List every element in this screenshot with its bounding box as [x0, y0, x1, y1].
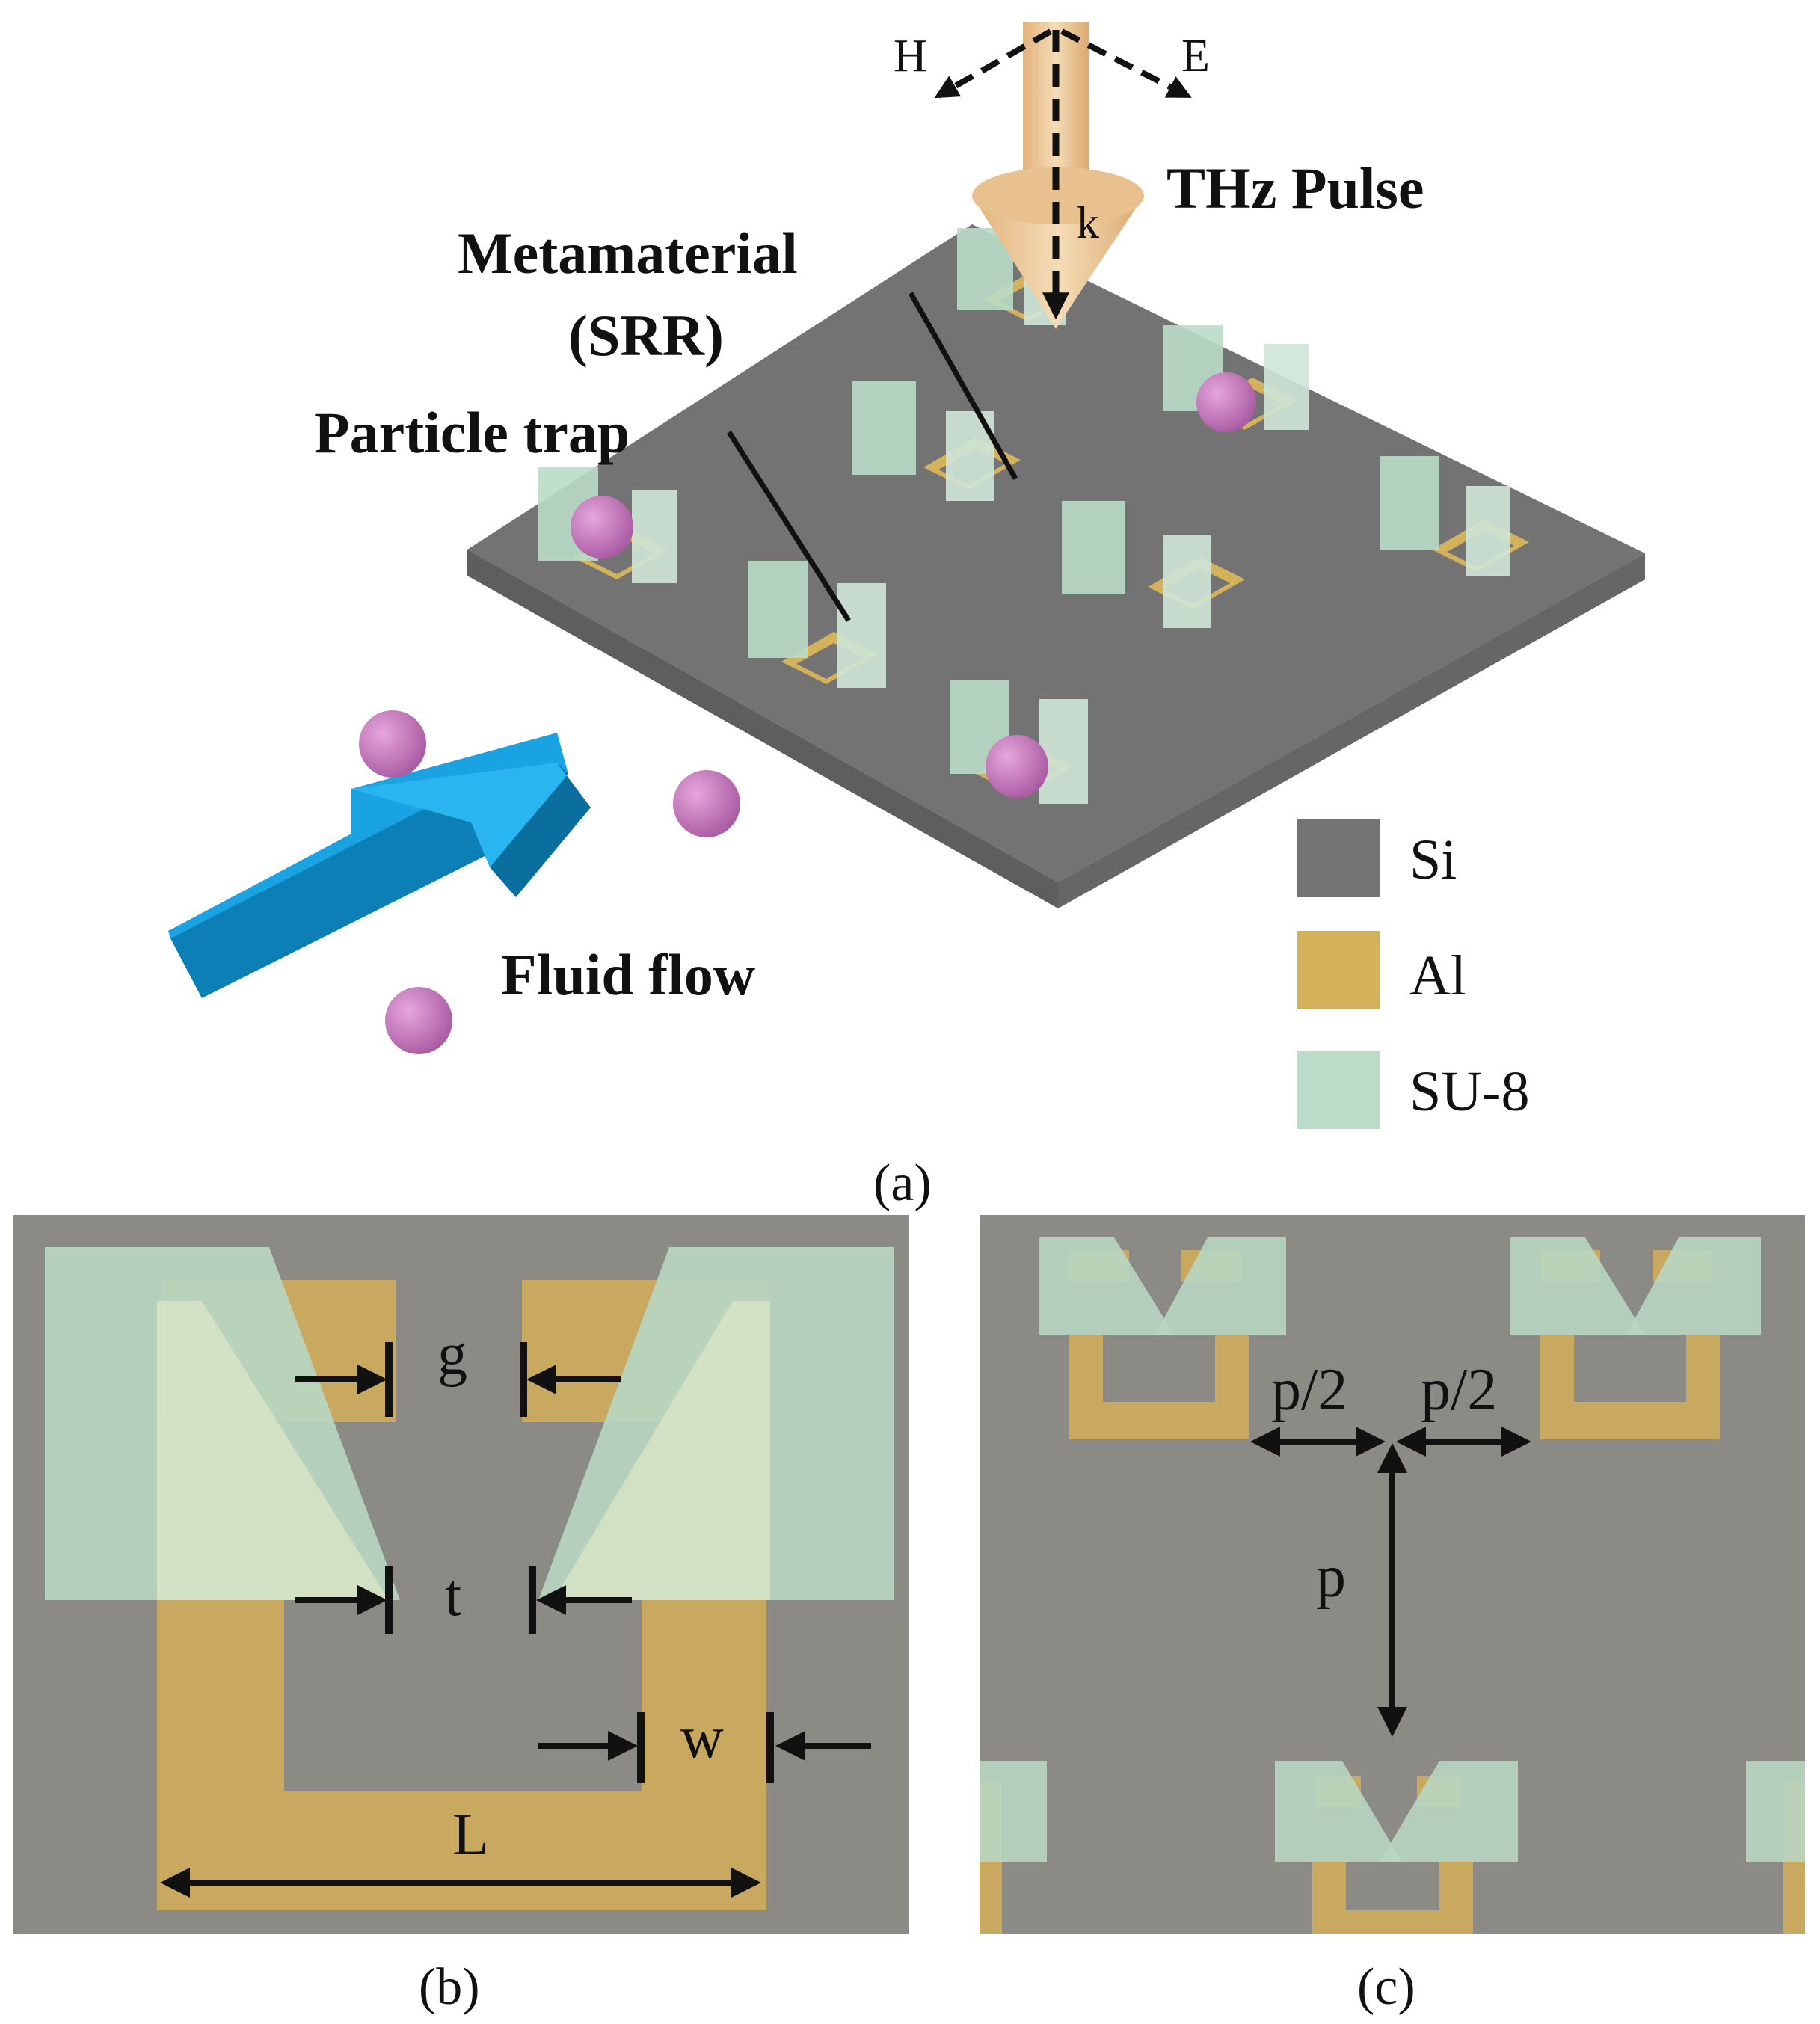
caption-b: (b)	[419, 1958, 480, 2016]
e-label: E	[1181, 31, 1210, 81]
unit-cell-top-right	[1510, 1237, 1761, 1439]
e-vector-arrow	[1060, 28, 1192, 99]
si-substrate-top	[467, 224, 1645, 882]
trapped-particle	[986, 735, 1048, 798]
free-particle	[673, 770, 740, 837]
legend: Si Al SU-8	[1297, 819, 1529, 1129]
fluid-flow-arrow-side	[170, 770, 537, 998]
unit-cell-bottom-right-partial	[1746, 1761, 1805, 1934]
su8-left-wall-front	[157, 1301, 389, 1600]
particle-trap-pointer-line	[727, 431, 851, 622]
trapped-particle	[1196, 372, 1256, 432]
k-label: k	[1077, 198, 1099, 247]
half-p-left-label: p/2	[1271, 1357, 1347, 1423]
free-particle	[359, 710, 426, 778]
particle-trap-label: Particle trap	[314, 400, 630, 465]
unit-cell-bottom-left-partial	[980, 1761, 1047, 1934]
si-substrate-right-side	[1058, 553, 1645, 908]
si-substrate-left-side	[467, 550, 1058, 908]
legend-swatch-al	[1297, 931, 1380, 1009]
h-label: H	[894, 31, 927, 81]
panel-b: g t w L (b)	[13, 1215, 909, 2016]
legend-label-si: Si	[1409, 828, 1457, 891]
legend-swatch-su8	[1297, 1051, 1380, 1129]
p-label: p	[1316, 1544, 1346, 1610]
w-label: w	[680, 1705, 724, 1771]
srr-u-shape	[157, 1589, 766, 1910]
unit-cell-top-left	[1039, 1237, 1286, 1439]
trapped-particle	[571, 496, 633, 559]
h-vector-arrow	[934, 28, 1052, 99]
free-particle	[385, 987, 452, 1054]
srr-label: (SRR)	[568, 303, 724, 368]
metamaterial-pointer-line	[908, 292, 1018, 480]
unit-cell	[1062, 501, 1245, 628]
thz-beam-cone-rim	[972, 167, 1144, 224]
caption-a: (a)	[873, 1154, 932, 1212]
legend-label-al: Al	[1409, 944, 1466, 1007]
g-label: g	[437, 1322, 467, 1388]
metamaterial-label: Metamaterial	[458, 221, 798, 286]
thz-pulse-label: THz Pulse	[1166, 156, 1424, 221]
su8-right-wall-front	[553, 1301, 770, 1600]
fluid-flow-label: Fluid flow	[501, 942, 755, 1007]
unit-cell	[748, 561, 886, 688]
panel-c: p/2 p/2 p (c)	[980, 1215, 1805, 2016]
fluid-flow-arrow-head	[351, 763, 568, 867]
unit-cell-bottom-center	[1275, 1761, 1518, 1934]
unit-cell	[1380, 456, 1529, 576]
legend-label-su8: SU-8	[1409, 1060, 1529, 1123]
legend-swatch-si	[1297, 819, 1380, 897]
panel-a: H E k THz Pulse Metamaterial (SRR) Parti…	[168, 22, 1645, 1212]
half-p-right-label: p/2	[1421, 1357, 1497, 1423]
fluid-flow-arrow-head-side	[490, 763, 591, 897]
caption-c: (c)	[1357, 1958, 1415, 2016]
l-label: L	[452, 1802, 489, 1868]
t-label: t	[445, 1563, 461, 1628]
